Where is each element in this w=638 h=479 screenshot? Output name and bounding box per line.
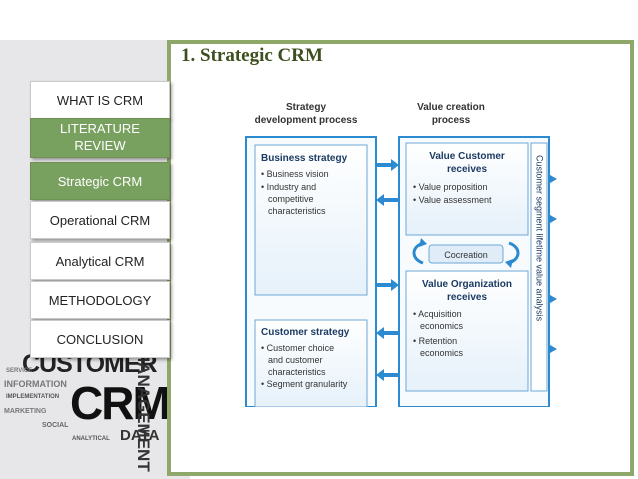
customer-strategy-title: Customer strategy	[261, 327, 350, 338]
cloud-word-crm: CRM	[70, 377, 171, 429]
customer-strategy-bullet-1b: and customer	[268, 355, 323, 365]
value-customer-title-2: receives	[447, 164, 487, 175]
side-label-box	[530, 142, 548, 392]
value-organization-bullet-1a: • Acquisition	[413, 309, 462, 319]
nav-item-literature-review[interactable]: LITERATURE REVIEW	[30, 118, 170, 158]
cloud-word-social: SOCIAL	[42, 422, 69, 429]
sidebar-top-strip	[0, 0, 190, 40]
value-organization-title-1: Value Organization	[422, 279, 512, 290]
business-strategy-bullet-2a: • Industry and	[261, 182, 316, 192]
business-strategy-box	[254, 144, 368, 296]
connector-arrows	[376, 159, 399, 381]
col1-header-line2: development process	[255, 115, 358, 126]
col2-header-line1: Value creation	[417, 102, 485, 113]
value-organization-title-2: receives	[447, 292, 487, 303]
value-customer-title-1: Value Customer	[429, 151, 505, 162]
cloud-word-information: INFORMATION	[4, 379, 67, 389]
customer-strategy-bullet-1c: characteristics	[268, 367, 326, 377]
customer-strategy-box	[254, 319, 368, 407]
business-strategy-bullet-2b: competitive	[268, 194, 314, 204]
nav-item-what-is-crm[interactable]: WHAT IS CRM	[30, 81, 170, 119]
cocreation-label: Cocreation	[444, 250, 488, 260]
cloud-word-service: SERVICE	[6, 368, 33, 374]
col2-header-line2: process	[432, 115, 471, 126]
cloud-word-data: DATA	[120, 427, 160, 444]
word-cloud-image: CUSTOMER CRM MANAGEMENT DATA INFORMATION…	[2, 340, 187, 479]
side-connectors	[550, 175, 557, 353]
slide-title: 1. Strategic CRM	[181, 45, 323, 66]
value-organization-bullet-1b: economics	[420, 321, 464, 331]
strategic-crm-diagram: Strategy development process Value creat…	[245, 102, 557, 407]
cocreation-box	[428, 244, 504, 264]
side-label: Customer segment lifetime value analysis	[535, 155, 545, 322]
value-organization-box	[405, 270, 529, 392]
nav-item-operational-crm[interactable]: Operational CRM	[30, 201, 170, 239]
left-sidebar	[0, 0, 190, 479]
col1-header-line1: Strategy	[286, 102, 326, 113]
customer-strategy-bullet-2: • Segment granularity	[261, 379, 348, 389]
value-customer-bullet-2: • Value assessment	[413, 195, 492, 205]
value-organization-bullet-2b: economics	[420, 348, 464, 358]
cloud-word-implementation: IMPLEMENTATION	[6, 394, 60, 400]
value-customer-box	[405, 142, 529, 236]
business-strategy-bullet-2c: characteristics	[268, 206, 326, 216]
value-organization-bullet-2a: • Retention	[413, 336, 457, 346]
nav-item-analytical-crm[interactable]: Analytical CRM	[30, 242, 170, 280]
cloud-word-management: MANAGEMENT	[134, 348, 153, 472]
value-customer-bullet-1: • Value proposition	[413, 182, 488, 192]
nav-item-strategic-crm[interactable]: Strategic CRM	[30, 162, 170, 200]
cocreation-arrowhead-left-icon	[419, 238, 427, 247]
cloud-word-analytical: ANALYTICAL	[72, 436, 110, 442]
nav-item-conclusion[interactable]: CONCLUSION	[30, 320, 170, 358]
cocreation-arrowhead-right-icon	[505, 259, 513, 268]
customer-strategy-bullet-1a: • Customer choice	[261, 343, 334, 353]
nav-item-methodology[interactable]: METHODOLOGY	[30, 281, 170, 319]
cloud-word-marketing: MARKETING	[4, 408, 47, 415]
business-strategy-bullet-1: • Business vision	[261, 169, 329, 179]
business-strategy-title: Business strategy	[261, 153, 348, 164]
